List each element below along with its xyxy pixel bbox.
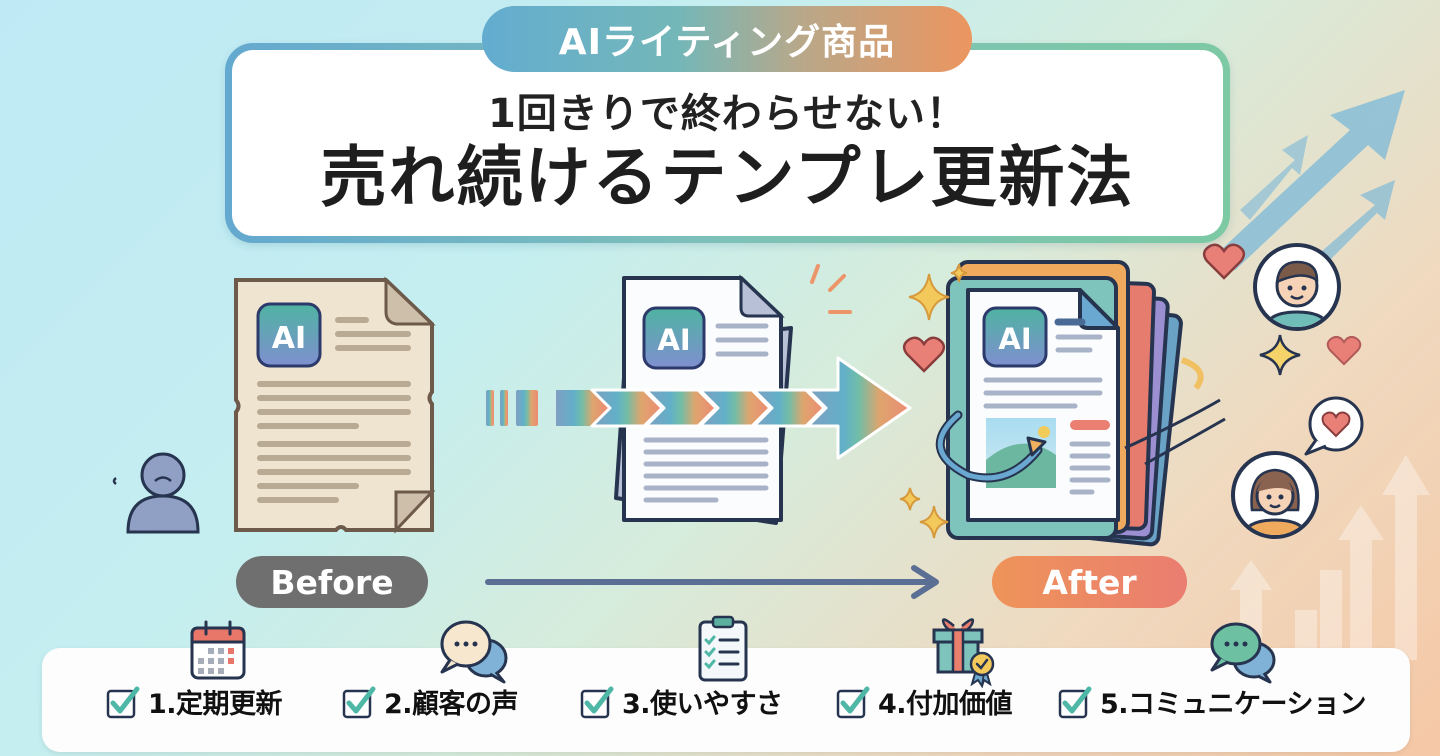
updated-document-stack-icon: AI (935, 260, 1226, 547)
timeline-arrow-icon (485, 565, 939, 599)
checklist-item-2: 2.顧客の声 (342, 682, 519, 721)
speech-heart-icon (1304, 396, 1364, 456)
heart-icon (1202, 243, 1246, 280)
heart-icon (1326, 335, 1362, 366)
calendar-icon (190, 620, 246, 680)
checklist-item-3: 3.使いやすさ (580, 682, 783, 721)
title-main: 売れ続けるテンプレ更新法 (320, 139, 1135, 217)
sparkle-icon (1259, 334, 1301, 376)
checkbox-checked-icon (580, 686, 614, 718)
checklist-item-5: 5.コミュニケーション (1058, 682, 1367, 721)
checklist-label: 5.コミュニケーション (1100, 689, 1367, 720)
ai-badge-text: AI (272, 321, 306, 356)
checklist-label: 2.顧客の声 (384, 689, 519, 720)
category-pill: AIライティング商品 (482, 6, 972, 72)
customer-avatar-icon (1253, 243, 1341, 331)
svg-text:AI: AI (998, 322, 1031, 356)
title-box: 1回きりで終わらせない！ 売れ続けるテンプレ更新法 (225, 43, 1230, 243)
growth-bars-icon (1230, 455, 1430, 660)
svg-text:AI: AI (657, 323, 690, 357)
checkbox-checked-icon (342, 686, 376, 718)
sparkle-icon (908, 264, 968, 321)
checkbox-checked-icon (1058, 686, 1092, 718)
title-subtitle: 1回きりで終わらせない！ (487, 91, 968, 138)
progress-arrow-icon (486, 356, 912, 460)
checklist-item-1: 1.定期更新 (106, 682, 283, 721)
after-label: After (992, 556, 1187, 608)
checklist-label: 1.定期更新 (148, 689, 283, 720)
checklist-label: 3.使いやすさ (622, 689, 783, 720)
checkbox-checked-icon (836, 686, 870, 718)
heart-icon (902, 336, 946, 373)
customer-avatar-icon (1231, 451, 1319, 539)
gift-badge-icon (932, 618, 995, 688)
chat-bubbles-green-icon (1210, 622, 1276, 684)
checklist-item-4: 4.付加価値 (836, 682, 1013, 721)
growth-arrows-icon (1210, 90, 1405, 270)
burst-lines-icon (810, 264, 852, 314)
checkbox-checked-icon (106, 686, 140, 718)
sad-person-icon (112, 452, 200, 534)
sparkle-icon (899, 487, 949, 539)
chat-bubbles-icon (440, 620, 508, 684)
worn-document-icon: AI (234, 276, 436, 534)
before-label: Before (236, 556, 428, 608)
clipboard-checklist-icon (698, 615, 748, 682)
checklist-label: 4.付加価値 (878, 689, 1013, 720)
